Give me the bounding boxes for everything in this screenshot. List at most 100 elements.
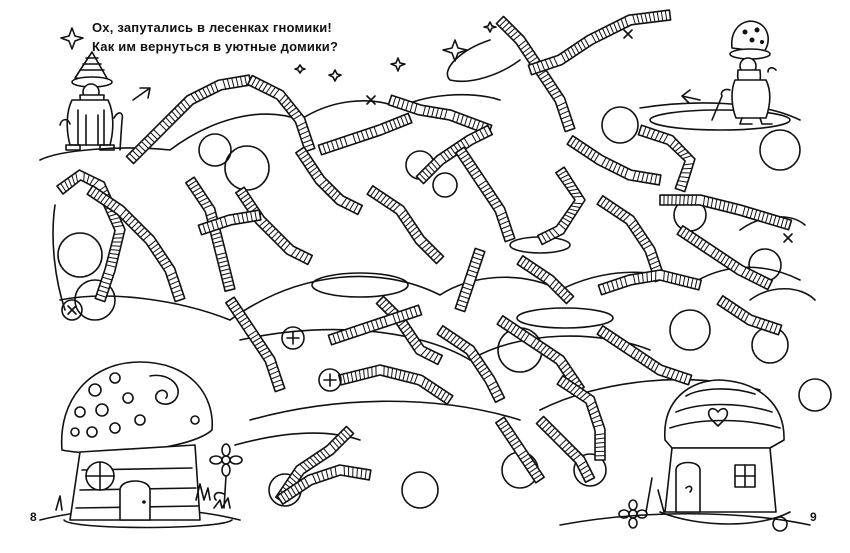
stair-step [464, 160, 474, 167]
stair-step [764, 320, 770, 331]
stair-step [254, 210, 258, 222]
stair-step [213, 244, 225, 248]
stair-step [733, 306, 740, 316]
stair-step [572, 453, 582, 461]
stair-step [83, 171, 85, 183]
stair-step [392, 313, 397, 324]
stair-step [200, 200, 211, 206]
stair-step [258, 347, 269, 353]
stair-step [643, 356, 650, 366]
stair-step [562, 366, 571, 374]
stair-step [749, 208, 754, 219]
stair-step [734, 203, 738, 215]
stair-step [547, 427, 556, 436]
stair-step [446, 332, 454, 342]
stair-step [471, 118, 477, 130]
stair-step [687, 194, 689, 206]
stair-step [190, 93, 198, 103]
stair-step [171, 289, 183, 294]
stair-step [174, 107, 182, 117]
stair-step [162, 263, 173, 270]
stair-step [291, 472, 300, 481]
stair-step [737, 308, 743, 319]
stair-step [543, 273, 551, 283]
stair-step [533, 266, 541, 276]
stair-step [424, 244, 433, 253]
stair-step [198, 89, 205, 100]
stair-step [470, 260, 481, 265]
stair-step [757, 210, 762, 222]
stair-step [544, 231, 552, 241]
stair-step [198, 197, 209, 203]
stair-step [339, 137, 344, 149]
stair-step [720, 254, 727, 264]
stair-step [569, 450, 579, 458]
stair-step [630, 347, 637, 357]
stair-step [520, 330, 527, 341]
stair-step [322, 447, 331, 457]
stair-step [577, 460, 587, 468]
stair-step [249, 333, 260, 340]
stair-step [140, 140, 150, 150]
stair-step [290, 110, 300, 118]
stair-step [760, 319, 766, 330]
stair-step [503, 319, 510, 330]
stair-step [748, 270, 755, 281]
stair-step [108, 252, 120, 256]
stair-step [202, 204, 213, 210]
stair-step [326, 141, 331, 153]
stair-step [550, 90, 561, 97]
stair-step [467, 117, 473, 128]
stair-step [411, 339, 420, 348]
stair-step [304, 159, 314, 167]
stair-step [158, 256, 169, 264]
stair-step [561, 119, 573, 124]
stair-step [559, 174, 570, 180]
stair-step [223, 216, 228, 227]
stair-step [329, 442, 337, 452]
stair-step [261, 222, 271, 230]
stair-step [622, 213, 631, 222]
stair-step [557, 170, 567, 177]
stair-step [561, 177, 572, 183]
stair-step [670, 272, 674, 284]
stair-step [63, 180, 70, 190]
stair-step [723, 299, 730, 310]
stair-step [664, 10, 668, 21]
stair-step [563, 293, 572, 302]
stair-step [488, 197, 499, 203]
staircase [527, 9, 672, 76]
stair-step [561, 441, 570, 450]
stair-step [86, 174, 90, 184]
stair-step [528, 466, 538, 474]
stair-step [99, 285, 110, 290]
stair-step [637, 273, 640, 284]
stair-step [644, 12, 648, 24]
stair-step [472, 356, 481, 364]
stair-step [311, 473, 317, 484]
stair-step [759, 276, 766, 287]
stair-step [210, 231, 222, 237]
stair-step [169, 280, 180, 286]
stair-step [523, 259, 531, 270]
stair-step [594, 446, 606, 448]
stair-step [594, 433, 606, 436]
staircase [637, 124, 696, 193]
stair-step [552, 93, 563, 100]
stair-step [526, 463, 536, 470]
stair-step [751, 316, 757, 327]
stair-step [113, 233, 125, 235]
stair-step [235, 76, 239, 88]
stair-step [254, 78, 261, 89]
stair-step [549, 278, 557, 288]
caption-line-1: Ох, запутались в лесенках гномики! [92, 20, 332, 35]
stair-step [312, 454, 321, 464]
stair-step [300, 479, 307, 490]
grass-icon [55, 483, 211, 511]
stair-step [569, 384, 578, 394]
stair-step [506, 433, 516, 440]
stair-step [619, 211, 628, 220]
stair-step [369, 187, 377, 197]
stair-step [557, 106, 568, 112]
stair-step [573, 43, 580, 54]
